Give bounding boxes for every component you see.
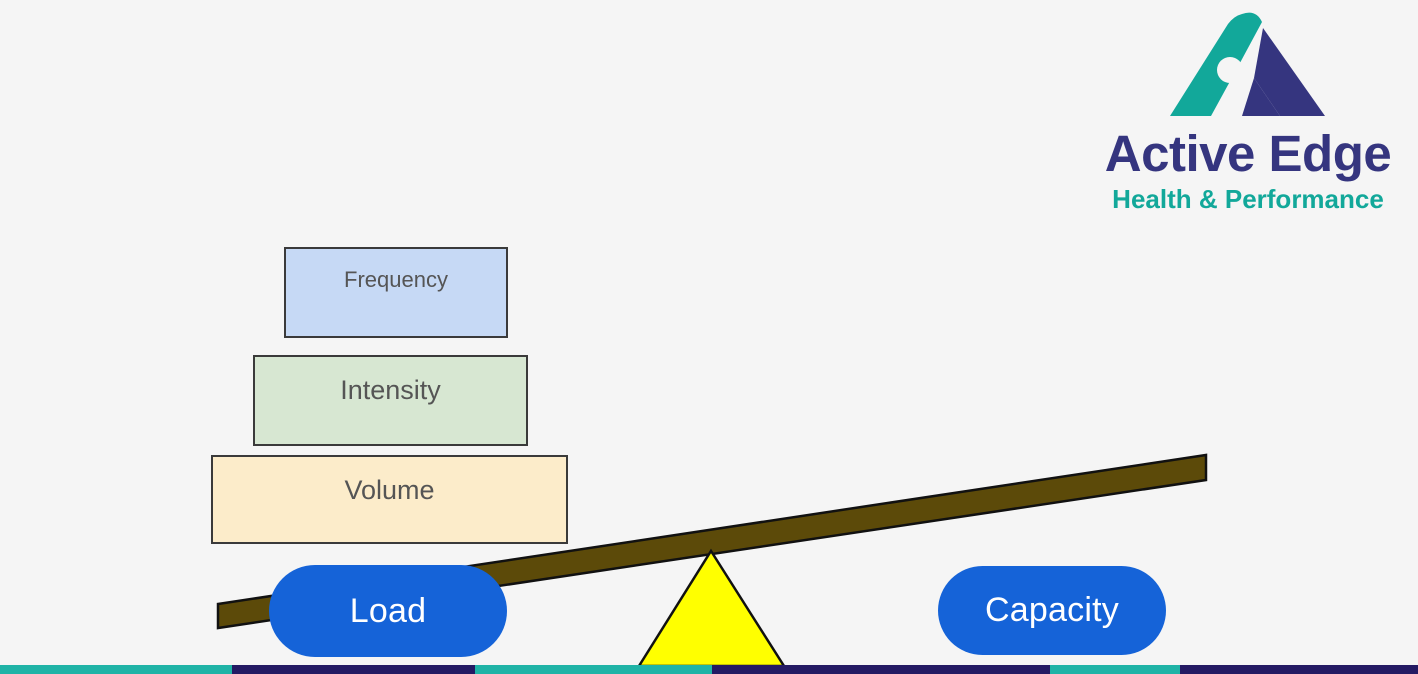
logo-teal-slope: [1170, 12, 1262, 116]
footer-segment: [232, 665, 475, 674]
load-component-volume-label: Volume: [344, 475, 435, 505]
load-pill-label: Load: [349, 591, 427, 630]
mountain-a-logo-icon: [1170, 12, 1330, 130]
footer-accent-strip: [0, 665, 1418, 674]
logo-wordmark: Active Edge: [1104, 125, 1392, 182]
capacity-pill-label: Capacity: [985, 591, 1119, 629]
load-component-volume: Volume: [211, 455, 568, 544]
seesaw-fulcrum-triangle: [636, 548, 787, 668]
load-component-intensity-label: Intensity: [340, 375, 441, 405]
load-component-frequency-label: Frequency: [344, 267, 448, 292]
brand-logo: Active Edge Health & Performance: [1092, 12, 1404, 214]
footer-segment: [712, 665, 1050, 674]
logo-navy-foot: [1242, 78, 1280, 116]
footer-segment: [1180, 665, 1418, 674]
load-pill: Load: [269, 565, 507, 657]
capacity-pill: Capacity: [938, 566, 1166, 655]
load-component-intensity: Intensity: [253, 355, 528, 446]
load-component-frequency: Frequency: [284, 247, 508, 338]
logo-tagline: Health & Performance: [1112, 184, 1384, 214]
logo-white-dot: [1217, 57, 1243, 83]
logo-navy-slope: [1254, 28, 1325, 116]
